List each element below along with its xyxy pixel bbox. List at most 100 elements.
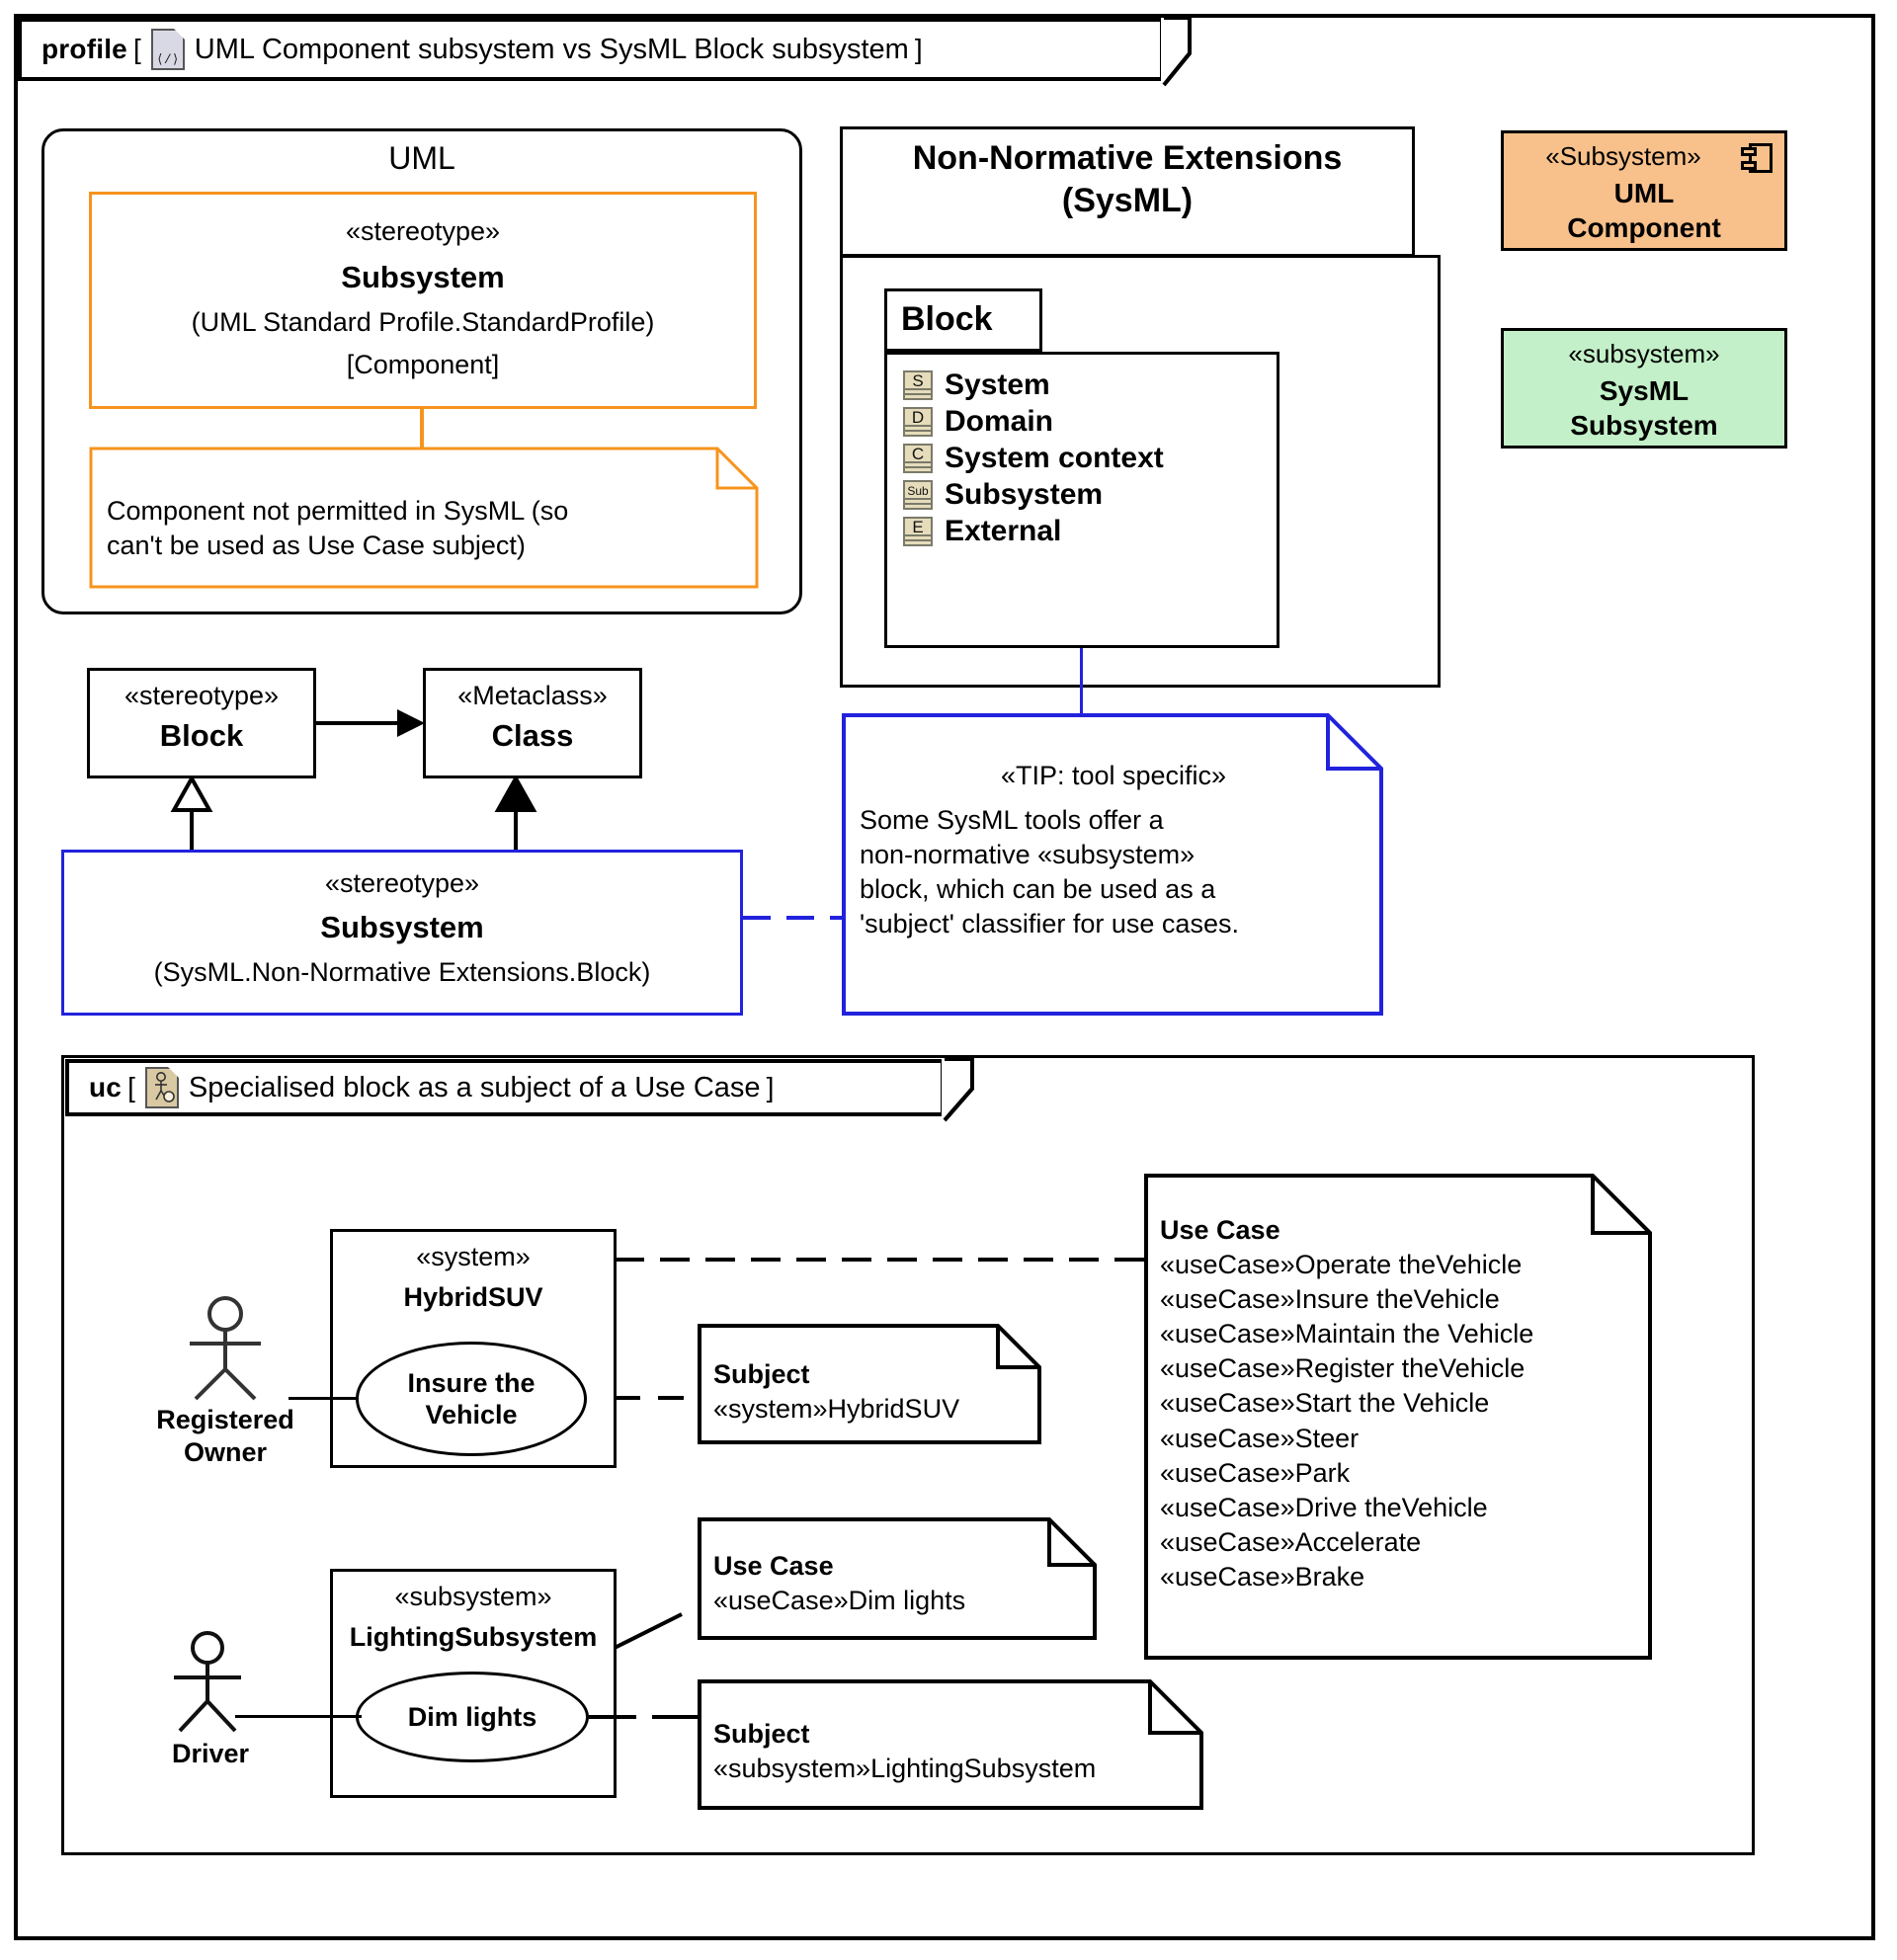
actor-driver-name: Driver [171,1739,250,1768]
tip-note-link [743,916,848,920]
block-icon-system: S [903,370,933,400]
metamodel-block-stereotype-keyword: «stereotype» [124,681,280,710]
sysml-block-list-compartment: S System D Domain C System context Sub S… [884,352,1279,648]
link-lighting-to-usecase-note [614,1612,683,1650]
tip-note-text: «TIP: tool specific» Some SysML tools of… [852,759,1375,941]
association-driver-dim-lights [235,1715,362,1718]
block-icon-subsystem: Sub [903,480,933,510]
actor-stick-figure [190,1296,261,1401]
spacer5 [0,0,1,1]
block-list-item[interactable]: D Domain [903,407,1277,437]
block-list-item[interactable]: C System context [903,444,1277,473]
uc-frame-label: Specialised block as a subject of a Use … [188,1071,761,1103]
use-case-document-icon [144,1067,179,1108]
note-subject-lighting-title: Subject [713,1719,810,1749]
sysml-package-tab: Non-Normative Extensions (SysML) [840,126,1415,257]
tip-note-line3: block, which can be used as a [860,874,1216,905]
tip-note-line2: non-normative «subsystem» [860,840,1196,870]
uc-frame-tab-notch [942,1057,974,1122]
note-usecase-dim-value: «useCase»Dim lights [713,1586,966,1616]
block-list-item-label: System [945,368,1050,401]
note-usecase-list-title: Use Case [1160,1215,1280,1245]
block-list-item[interactable]: Sub Subsystem [903,480,1277,510]
actor-registered-owner[interactable]: Registered Owner [146,1296,304,1468]
uml-component-icon [1741,143,1773,173]
usecase-list-item: «useCase»Register theVehicle [1160,1353,1526,1384]
profile-frame-bracket-close: ] [914,34,923,64]
block-list-item-label: Subsystem [945,478,1104,511]
profile-document-icon: ⟨/⟩ [150,29,185,70]
tip-note-stereotype: «TIP: tool specific» [1000,761,1227,790]
use-case-insure-the-vehicle[interactable]: Insure the Vehicle [356,1342,587,1456]
uc-frame-tab: uc [ Specialised block as a subject of a… [65,1059,945,1116]
metamodel-subsystem-stereotype-keyword: «stereotype» [324,868,480,898]
note-subject-hybridsuv [698,1324,1041,1444]
profile-frame-tab: profile [ ⟨/⟩ UML Component subsystem vs… [18,18,1164,81]
usecase-list-item: «useCase»Brake [1160,1561,1365,1592]
block-list-item-label: External [945,515,1062,547]
actor-registered-owner-name-line2: Owner [183,1437,268,1468]
sysml-block-name-compartment: Block [884,288,1042,352]
uc-frame-kind: uc [89,1072,123,1102]
metamodel-class-metaclass-name: Class [491,718,574,754]
uml-note-line1: Component not permitted in SysML (so [107,496,569,526]
block-list-item-label: Domain [945,405,1054,438]
block-icon-system-context: C [903,444,933,473]
subject-lighting-stereotype: «subsystem» [394,1582,552,1611]
note-subject-hybridsuv-title: Subject [713,1359,810,1389]
use-case-dim-lights[interactable]: Dim lights [356,1672,589,1762]
profile-frame-label: UML Component subsystem vs SysML Block s… [194,33,909,65]
uml-package-title: UML [388,140,455,176]
link-dim-lights-to-subject-note [589,1715,700,1719]
association-owner-insure [289,1397,358,1400]
profile-frame-bracket-open: [ [132,34,141,64]
usecase-list-item: «useCase»Operate theVehicle [1160,1250,1523,1280]
usecase-list-item: «useCase»Park [1160,1457,1351,1488]
uml-stereotype-metaclass: [Component] [346,349,500,379]
usecase-list-item: «useCase»Drive theVehicle [1160,1492,1488,1522]
metamodel-subsystem-stereotype-qualified: (SysML.Non-Normative Extensions.Block) [153,956,651,987]
sysml-package-title-line2: (SysML) [1061,181,1194,219]
note-usecase-dim-lights [698,1517,1097,1640]
note-subject-lighting-value: «subsystem»LightingSubsystem [713,1754,1097,1784]
legend-sysml-subsystem-stereotype: «subsystem» [1568,339,1720,368]
profile-frame-tab-notch [1161,16,1192,87]
uml-stereotype-name: Subsystem [341,260,505,295]
legend-uml-component: «Subsystem» UML Component [1501,130,1787,251]
extension-arrow-block-to-class [314,709,425,737]
metamodel-block-stereotype-name: Block [159,718,244,754]
tip-note-anchor-line [1080,648,1083,713]
block-list-item[interactable]: S System [903,370,1277,400]
uml-stereotype-keyword: «stereotype» [345,216,501,246]
legend-sysml-subsystem-name-line2: Subsystem [1570,410,1718,442]
metamodel-subsystem-stereotype-box: «stereotype» Subsystem (SysML.Non-Normat… [61,850,743,1016]
usecase-list-item: «useCase»Start the Vehicle [1160,1388,1490,1419]
spacer2 [1279,0,1280,1]
usecase-list-item: «useCase»Accelerate [1160,1526,1422,1557]
uml-note-line2: can't be used as Use Case subject) [107,531,526,561]
metamodel-subsystem-stereotype-name: Subsystem [320,910,484,945]
metamodel-class-metaclass-box: «Metaclass» Class [423,668,642,778]
tip-note-line1: Some SysML tools offer a [860,805,1164,836]
sysml-package-title-line1: Non-Normative Extensions [912,139,1343,177]
legend-uml-component-name-line2: Component [1567,212,1721,244]
uc-dim-lights-label: Dim lights [407,1701,537,1732]
subject-box-lightingsubsystem: «subsystem» LightingSubsystem [330,1569,617,1798]
note-usecase-dim-text: Use Case «useCase»Dim lights [713,1549,1099,1618]
actor-driver[interactable]: Driver [146,1630,275,1769]
block-list-item[interactable]: E External [903,517,1277,546]
note-usecase-list-text: Use Case «useCase»Operate theVehicle «us… [1160,1213,1654,1594]
tip-note [842,713,1383,1016]
block-icon-domain: D [903,407,933,437]
uml-note-anchor-line [420,409,424,449]
uml-subsystem-stereotype-box: «stereotype» Subsystem (UML Standard Pro… [89,192,757,409]
legend-sysml-subsystem: «subsystem» SysML Subsystem [1501,328,1787,449]
uc-insure-line2: Vehicle [425,1400,518,1429]
subject-hybridsuv-name: HybridSUV [403,1282,543,1313]
subject-lighting-name: LightingSubsystem [349,1622,598,1653]
block-list-item-label: System context [945,442,1164,474]
usecase-list-item: «useCase»Insure theVehicle [1160,1284,1500,1315]
tip-note-line4: 'subject' classifier for use cases. [860,909,1239,939]
dependency-hybridsuv-to-usecase-list [615,1258,1146,1262]
uml-note [89,447,759,589]
